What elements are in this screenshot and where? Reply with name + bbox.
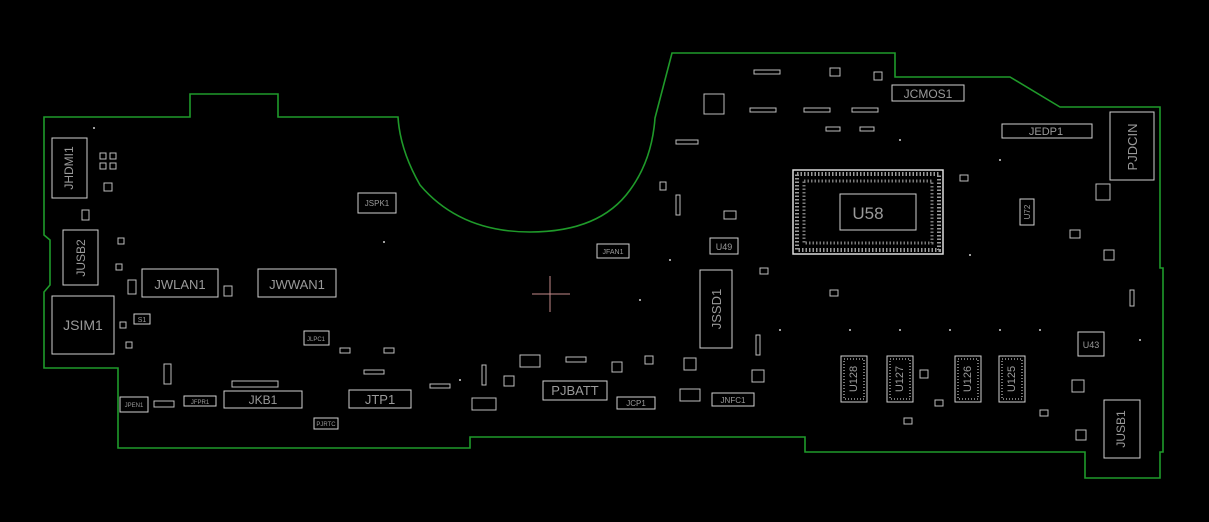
- u128-label: U128: [848, 366, 860, 392]
- jsim1-label: JSIM1: [63, 317, 103, 333]
- crosshair-marker: [532, 276, 570, 312]
- board-outline: [43, 52, 1164, 479]
- pjdcin-connector: PJDCIN: [1109, 111, 1155, 181]
- jspk1-connector: JSPK1: [357, 192, 397, 214]
- pjbatt-label: PJBATT: [551, 383, 598, 398]
- pjrtc-label: PJRTC: [316, 422, 336, 428]
- pjdcin-label: PJDCIN: [1125, 124, 1140, 171]
- jusb1-connector: JUSB1: [1103, 399, 1141, 459]
- jssd1-label: JSSD1: [709, 289, 724, 329]
- jnfc1-label: JNFC1: [721, 396, 746, 405]
- jusb2-label: JUSB2: [74, 239, 88, 277]
- jfpr1-label: JFPR1: [191, 400, 210, 406]
- u58-processor: U58: [792, 169, 944, 255]
- jwlan1-connector: JWLAN1: [141, 268, 219, 298]
- s1-label: S1: [138, 317, 147, 324]
- via-dots: [93, 127, 1141, 381]
- passive-components: [81, 67, 1135, 441]
- u43-chip: U43: [1077, 331, 1105, 357]
- jhdmi1-label: JHDMI1: [62, 146, 76, 190]
- jtp1-label: JTP1: [365, 392, 395, 407]
- u58-label: U58: [852, 204, 883, 223]
- pjbatt-connector: PJBATT: [542, 380, 608, 401]
- jspk1-label: JSPK1: [365, 199, 390, 208]
- jfan1-connector: JFAN1: [596, 243, 630, 259]
- u128-memory: U128: [840, 355, 868, 403]
- jpen1-connector: JPEN1: [119, 396, 149, 413]
- jusb2-connector: JUSB2: [62, 229, 99, 286]
- jpen1-label: JPEN1: [125, 403, 144, 409]
- jfpr1-connector: JFPR1: [183, 395, 217, 407]
- jwwan1-label: JWWAN1: [269, 277, 325, 292]
- u125-memory: U125: [998, 355, 1026, 403]
- jusb1-label: JUSB1: [1114, 410, 1128, 448]
- jcmos1-connector: JCMOS1: [891, 84, 965, 102]
- jcmos1-label: JCMOS1: [904, 87, 953, 101]
- jwwan1-connector: JWWAN1: [257, 268, 337, 298]
- jlpc1-label: JLPC1: [307, 337, 326, 343]
- jssd1-connector: JSSD1: [699, 269, 733, 349]
- jfan1-label: JFAN1: [602, 249, 623, 256]
- jedp1-label: JEDP1: [1029, 126, 1063, 138]
- jkb1-connector: JKB1: [223, 390, 303, 409]
- jedp1-connector: JEDP1: [1001, 123, 1093, 139]
- s1-switch: S1: [133, 313, 151, 325]
- jhdmi1-connector: JHDMI1: [51, 137, 88, 199]
- u126-label: U126: [962, 366, 974, 392]
- u126-memory: U126: [954, 355, 982, 403]
- jlpc1-connector: JLPC1: [303, 330, 330, 346]
- u43-label: U43: [1083, 340, 1100, 350]
- u125-label: U125: [1006, 366, 1018, 392]
- pjrtc-connector: PJRTC: [313, 417, 339, 430]
- u127-label: U127: [894, 366, 906, 392]
- u127-memory: U127: [886, 355, 914, 403]
- u49-chip: U49: [709, 237, 739, 255]
- jkb1-label: JKB1: [249, 393, 278, 407]
- jcp1-connector: JCP1: [616, 396, 656, 410]
- jtp1-connector: JTP1: [348, 389, 412, 409]
- jwlan1-label: JWLAN1: [154, 277, 205, 292]
- jcp1-label: JCP1: [626, 399, 646, 408]
- u72-label: U72: [1023, 204, 1032, 219]
- jsim1-connector: JSIM1: [51, 295, 115, 355]
- u72-chip: U72: [1019, 198, 1035, 226]
- u49-label: U49: [716, 242, 733, 252]
- jnfc1-connector: JNFC1: [711, 392, 755, 407]
